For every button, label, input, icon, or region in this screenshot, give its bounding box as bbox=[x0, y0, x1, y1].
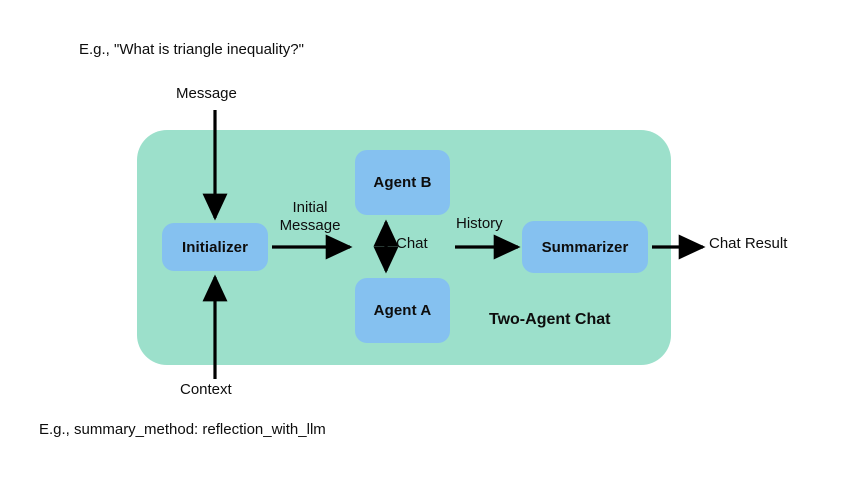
node-summarizer[interactable]: Summarizer bbox=[522, 221, 648, 273]
node-agent-a[interactable]: Agent A bbox=[355, 278, 450, 343]
node-agent-a-label: Agent A bbox=[373, 302, 432, 319]
node-agent-b-label: Agent B bbox=[373, 174, 432, 191]
node-agent-b[interactable]: Agent B bbox=[355, 150, 450, 215]
node-initializer[interactable]: Initializer bbox=[162, 223, 268, 271]
input-label-context: Context bbox=[180, 381, 232, 398]
context-example-text: E.g., summary_method: reflection_with_ll… bbox=[39, 421, 326, 438]
edge-label-history: History bbox=[456, 215, 503, 232]
input-label-message: Message bbox=[176, 85, 237, 102]
node-initializer-label: Initializer bbox=[181, 238, 249, 256]
message-example-text: E.g., "What is triangle inequality?" bbox=[79, 41, 304, 58]
edge-label-chat: Chat bbox=[396, 235, 428, 252]
output-label-chat-result: Chat Result bbox=[709, 235, 788, 252]
node-summarizer-label: Summarizer bbox=[541, 238, 629, 256]
panel-title-two-agent-chat: Two-Agent Chat bbox=[489, 311, 611, 328]
edge-label-initial-message: Initial Message bbox=[279, 199, 341, 234]
